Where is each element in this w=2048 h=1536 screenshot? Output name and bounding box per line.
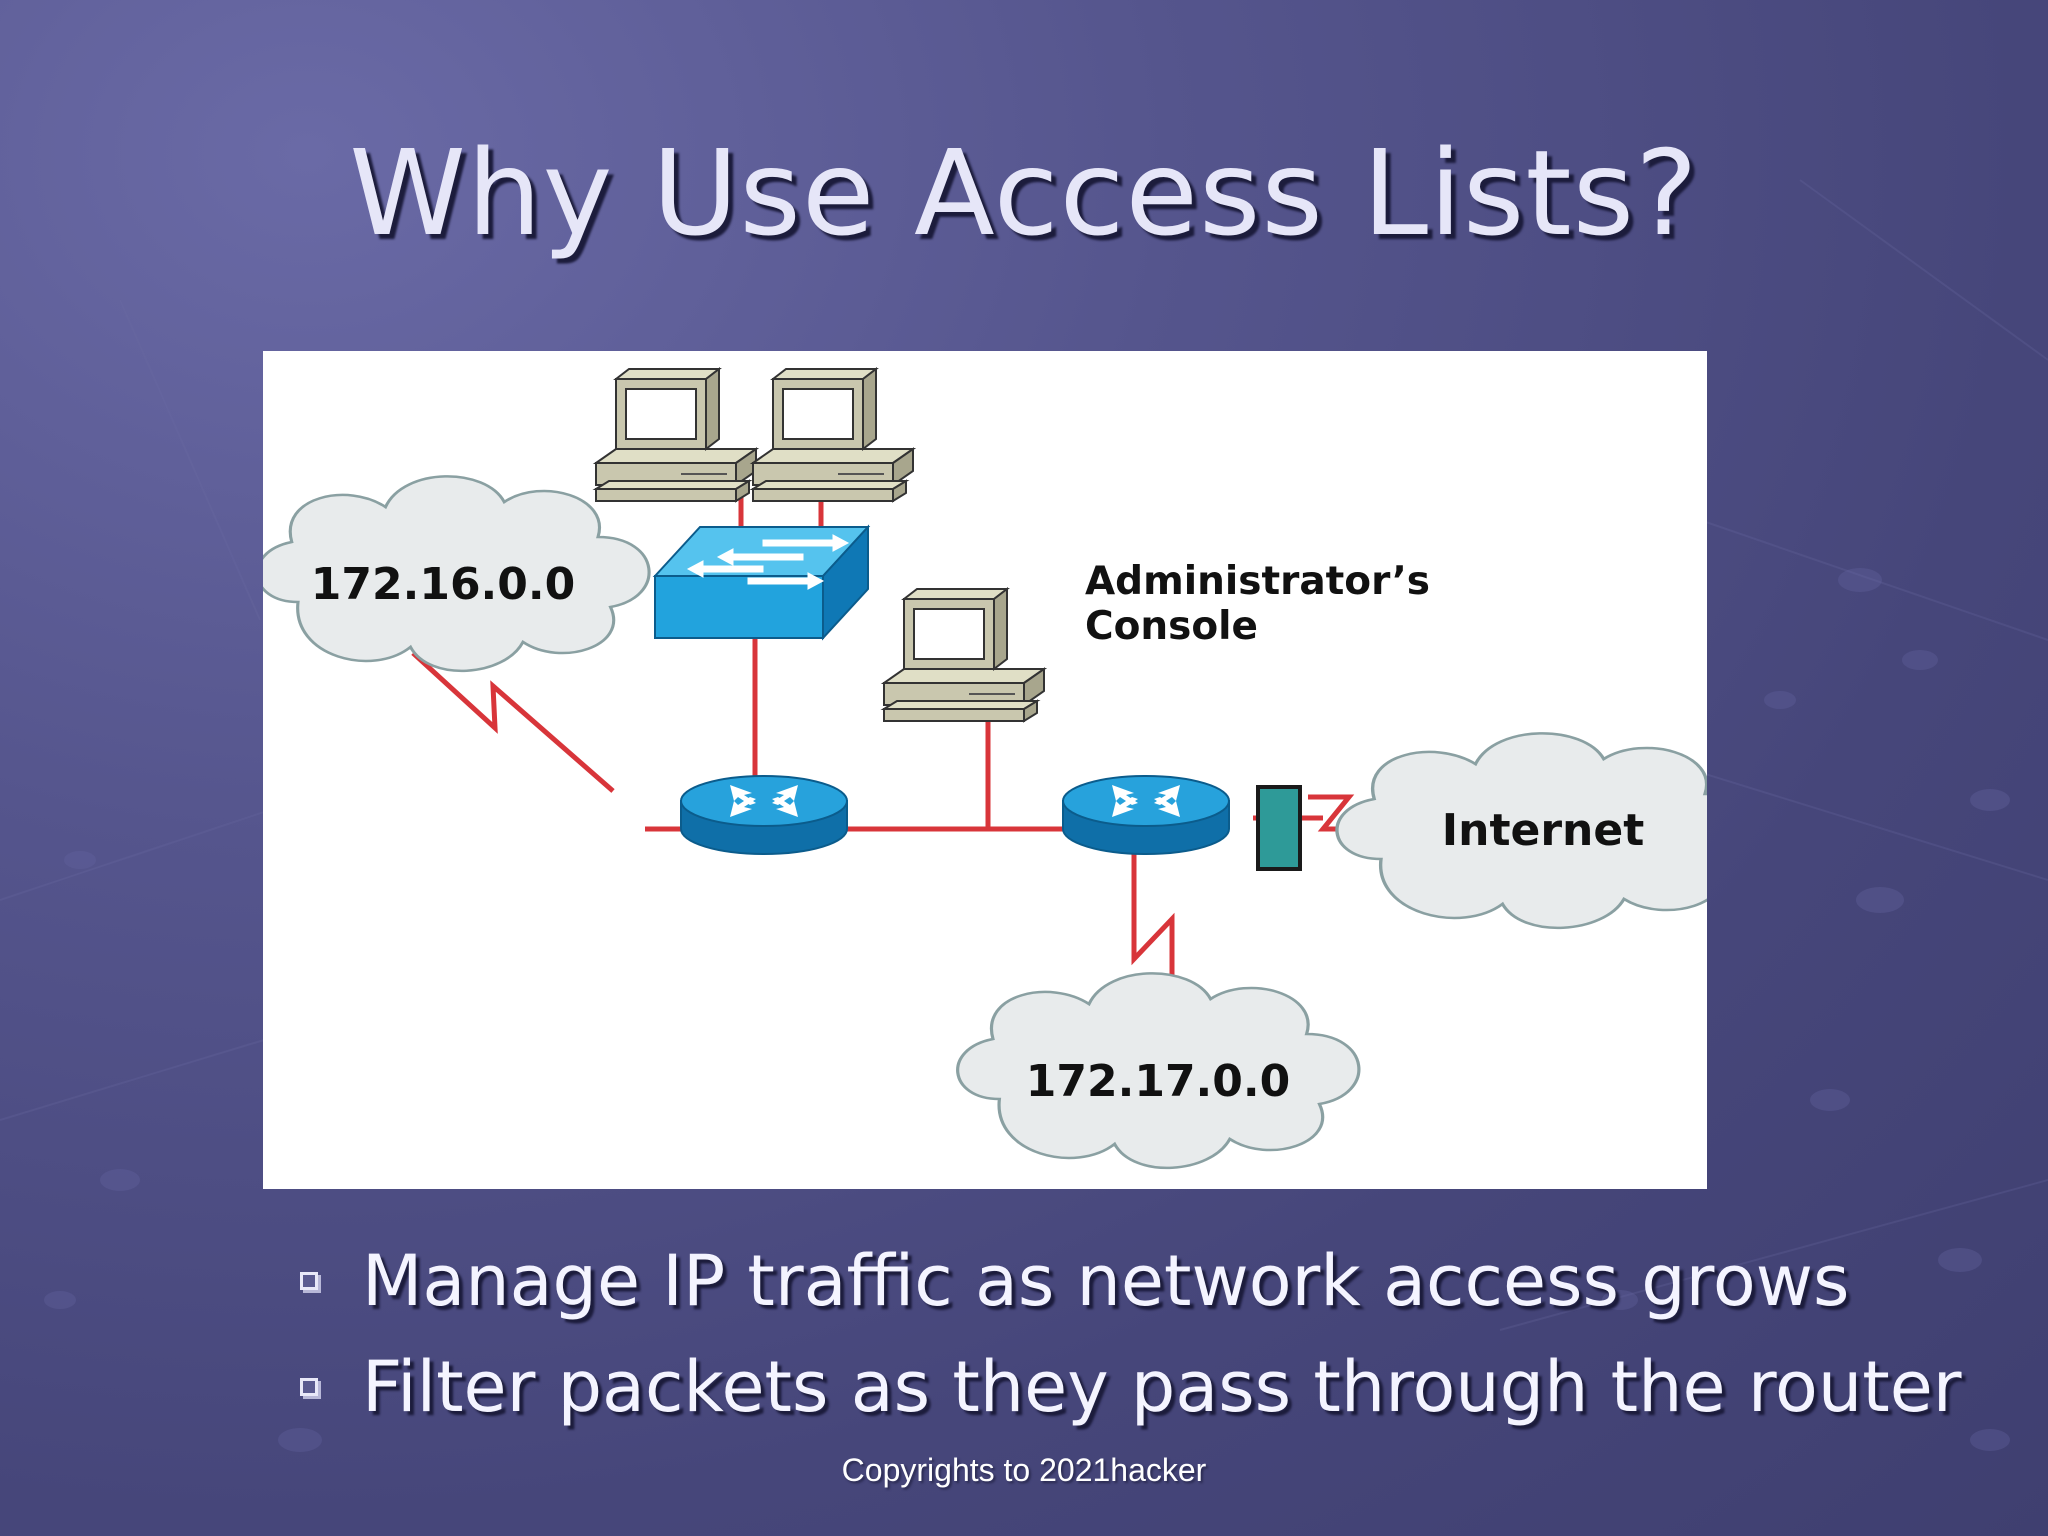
bullet-text: Filter packets as they pass through the … <box>362 1346 1962 1428</box>
network-diagram-canvas: 172.16.0.0 172.17.0.0 Internet <box>263 368 1707 1170</box>
footer-copyright: Copyrights to 2021hacker <box>841 1452 1207 1488</box>
admin-console-label-line2: Console <box>1085 604 1258 649</box>
network-label-172-17: 172.17.0.0 <box>1026 1056 1290 1107</box>
firewall-icon <box>1256 785 1302 871</box>
admin-console-label-line1: Administrator’s <box>1085 559 1430 604</box>
workstation-icon <box>595 368 757 502</box>
slide-title: Why Use Access Lists? <box>349 124 1699 262</box>
workstation-icon <box>883 588 1045 722</box>
bullet-list: Manage IP traffic as network access grow… <box>300 1228 2020 1440</box>
switch-icon <box>652 524 871 641</box>
workstation-icon <box>752 368 914 502</box>
bullet-item: Filter packets as they pass through the … <box>300 1334 2020 1440</box>
network-label-172-16: 172.16.0.0 <box>311 559 575 610</box>
router-icon <box>1062 775 1230 855</box>
network-label-internet: Internet <box>1442 805 1644 856</box>
bullet-item: Manage IP traffic as network access grow… <box>300 1228 2020 1334</box>
square-bullet-icon <box>300 1272 318 1290</box>
router-icon <box>680 775 848 855</box>
network-diagram: 172.16.0.0 172.17.0.0 Internet <box>263 351 1707 1189</box>
bullet-text: Manage IP traffic as network access grow… <box>362 1240 1850 1322</box>
square-bullet-icon <box>300 1378 318 1396</box>
